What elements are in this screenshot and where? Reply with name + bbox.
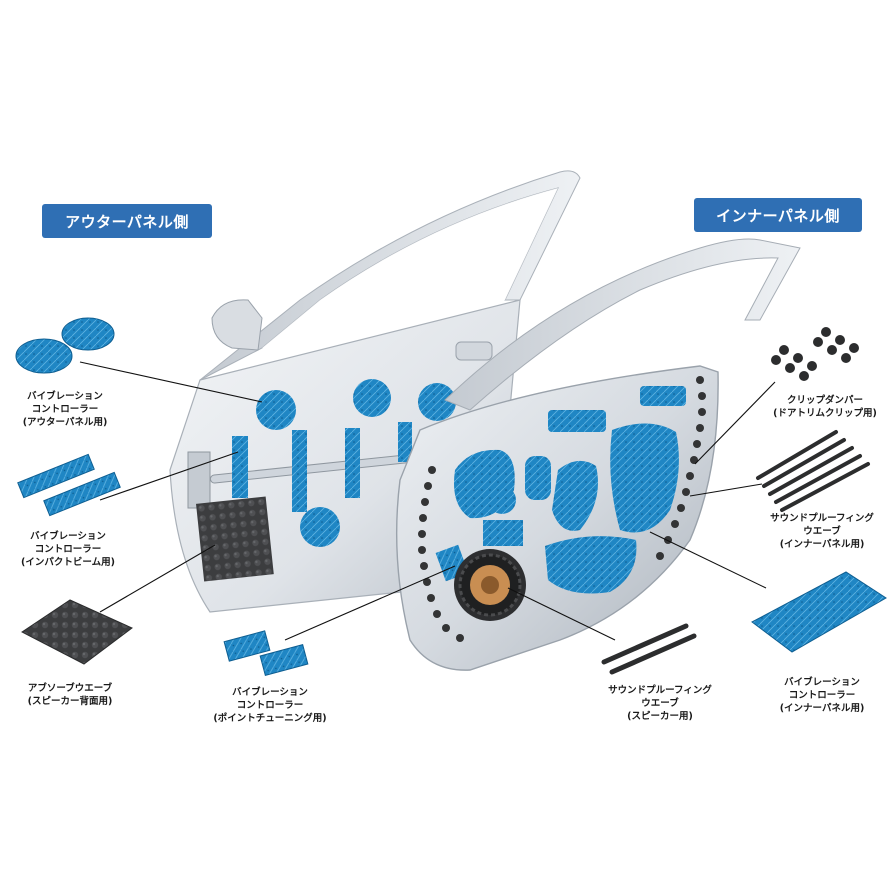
outer-panel-header: アウターパネル側 [42,204,212,238]
label-line: (インナーパネル用) [779,703,865,714]
speaker [454,549,526,621]
label-line: バイブレーション [232,687,308,698]
outer-panel-controller-product [15,317,115,374]
label-line: バイブレーション [784,677,860,688]
impact-beam-controller-product [17,453,121,517]
label-line: (スピーカー用) [627,711,693,722]
label-line: ウエーブ [803,526,841,537]
point-tuning-controller-product [223,630,309,676]
label-point-tuning-controller: バイブレーション コントローラー (ポイントチューニング用) [200,686,340,725]
label-line: コントローラー [31,404,99,415]
label-line: コントローラー [788,690,856,701]
label-line: (ポイントチューニング用) [213,713,327,724]
label-line: (スピーカー背面用) [27,696,113,707]
label-line: バイブレーション [30,531,106,542]
absorb-wave-product [21,599,133,665]
label-line: (ドアトリムクリップ用) [773,408,877,419]
inner-door-panel [395,238,801,671]
label-line: (アウターパネル用) [22,417,108,428]
soundproofing-wave-seal [418,376,706,642]
label-soundproofing-wave-speaker: サウンドプルーフィング ウエーブ (スピーカー用) [590,684,730,723]
label-line: アブソーブウエーブ [27,683,113,694]
inner-panel-header: インナーパネル側 [694,198,862,232]
label-soundproofing-wave-inner: サウンドプルーフィング ウエーブ (インナーパネル用) [752,512,892,551]
label-line: サウンドプルーフィング [770,513,874,524]
label-line: (インナーパネル用) [779,539,865,550]
label-line: コントローラー [34,544,102,555]
impact-beam-controller-strips [232,422,412,512]
label-line: コントローラー [236,700,304,711]
label-inner-panel-controller: バイブレーション コントローラー (インナーパネル用) [762,676,882,715]
clip-damper-product [771,327,859,381]
label-absorb-wave: アブソーブウエーブ (スピーカー背面用) [10,682,130,708]
soundproofing-wave-speaker-product [601,623,697,675]
absorb-wave-pad [196,496,274,582]
label-outer-panel-controller: バイブレーション コントローラー (アウターパネル用) [10,390,120,429]
label-clip-damper: クリップダンパー (ドアトリムクリップ用) [760,394,890,420]
label-line: サウンドプルーフィング [608,685,712,696]
outer-panel-controller-pads [256,379,456,547]
label-impact-beam-controller: バイブレーション コントローラー (インパクトビーム用) [8,530,128,569]
label-line: ウエーブ [641,698,679,709]
label-line: (インパクトビーム用) [21,557,115,568]
soundproofing-wave-inner-product [756,430,870,512]
label-line: バイブレーション [27,391,103,402]
label-line: クリップダンパー [786,395,863,406]
inner-panel-controller-product [751,571,887,653]
leader-lines [79,361,776,641]
